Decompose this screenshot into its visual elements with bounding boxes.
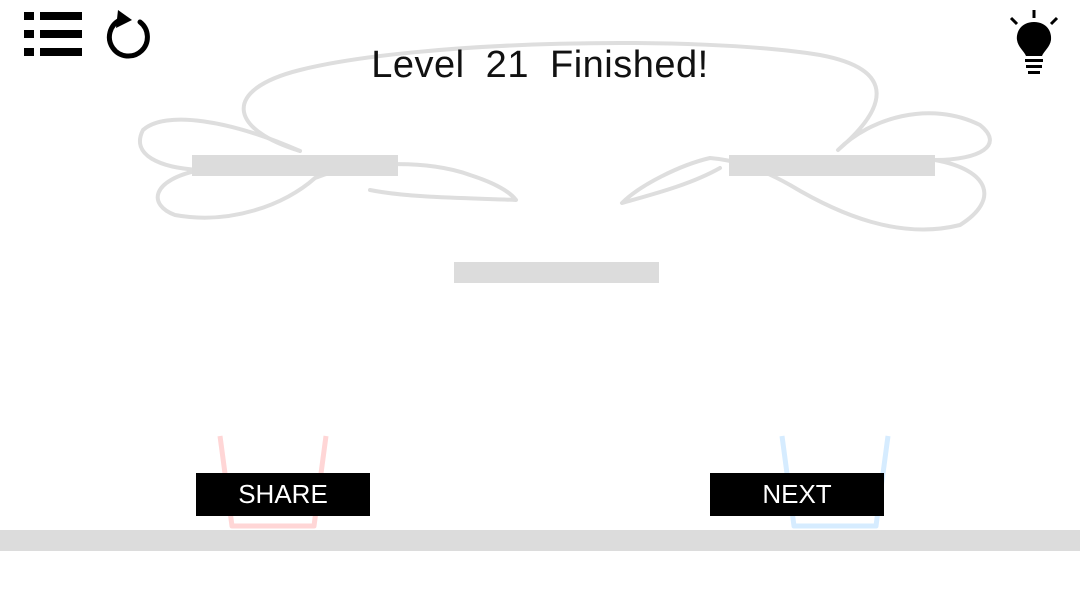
next-button-label: NEXT [762,479,832,509]
next-button[interactable]: NEXT [710,473,884,516]
platform-left [192,155,398,176]
list-menu-icon[interactable] [22,10,84,60]
share-button-label: SHARE [238,479,328,509]
ground-platform [0,530,1080,551]
lightbulb-hint-icon[interactable] [1005,8,1063,76]
platform-center [454,262,659,283]
share-button[interactable]: SHARE [196,473,370,516]
restart-icon[interactable] [104,8,154,62]
level-finished-title: Level 21 Finished! [371,44,709,86]
platform-right [729,155,935,176]
